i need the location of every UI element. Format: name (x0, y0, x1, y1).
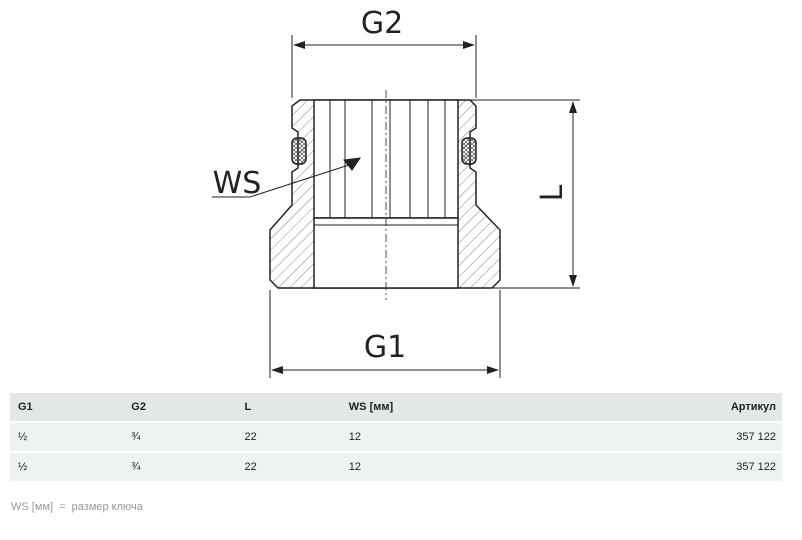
table-row: ½ ¾ 22 12 357 122 (10, 422, 782, 452)
cell-ws: 12 (348, 431, 362, 443)
cell-g2: ¾ (131, 461, 141, 473)
g2-label: G2 (361, 6, 403, 41)
cell-g1: ½ (18, 431, 28, 443)
cell-l: 22 (244, 431, 257, 443)
col-g1: G1 (18, 401, 33, 413)
col-l: L (244, 401, 252, 413)
footnote: WS [мм] = размер ключа (11, 501, 143, 513)
g1-label: G1 (364, 330, 406, 365)
fitting-body (269, 90, 501, 300)
dimension-lines (212, 35, 580, 378)
cell-article: 357 122 (736, 461, 776, 473)
col-ws: WS [мм] (348, 401, 394, 413)
spec-table: G1 G2 L WS [мм] Артикул ½ ¾ 22 12 357 12… (10, 393, 782, 481)
table-header: G1 G2 L WS [мм] Артикул (10, 393, 782, 422)
col-g2: G2 (131, 401, 146, 413)
fitting-drawing: G2 G1 L WS (212, 6, 580, 378)
cell-article: 357 122 (736, 431, 776, 443)
cell-ws: 12 (348, 461, 362, 473)
table-row: ½ ¾ 22 12 357 122 (10, 452, 782, 481)
cell-l: 22 (244, 461, 257, 473)
cell-g1: ½ (18, 461, 28, 473)
ws-label: WS (213, 166, 262, 201)
col-article: Артикул (730, 401, 776, 413)
cell-g2: ¾ (131, 431, 141, 443)
l-label: L (535, 184, 570, 201)
